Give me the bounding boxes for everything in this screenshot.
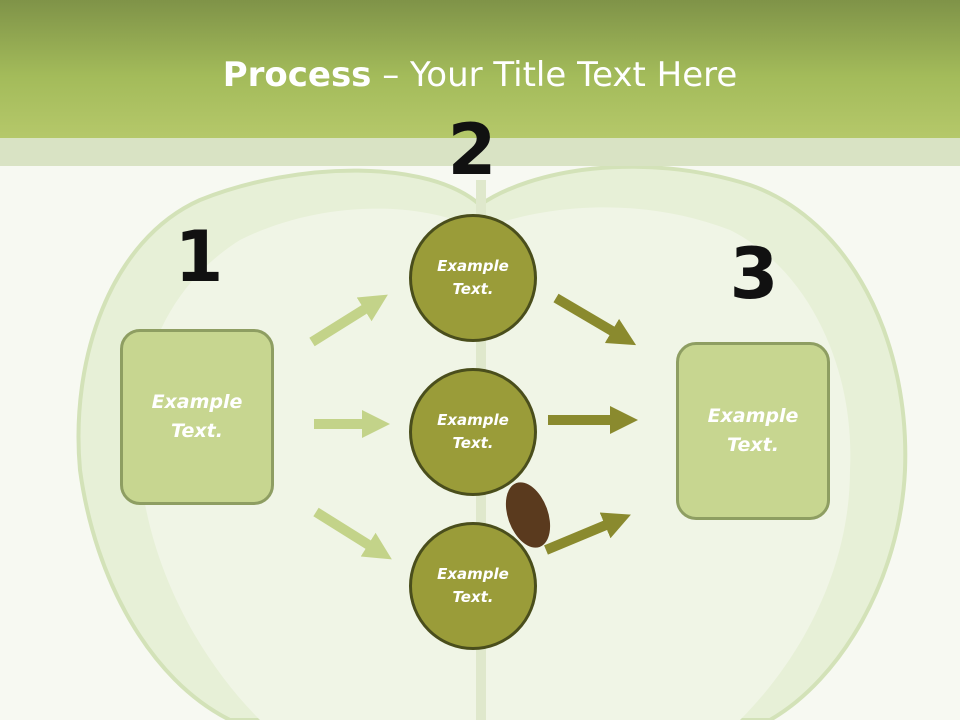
title-bold: Process — [222, 55, 372, 95]
title-rest: – Your Title Text Here — [371, 55, 738, 95]
arrow-1-to-2a — [309, 294, 388, 347]
step-2-circle-2: Example Text. — [409, 368, 537, 496]
step-2-circle-2-text: Example Text. — [437, 411, 509, 452]
step-number-3: 3 — [729, 233, 779, 315]
step-2-circle-1-text: Example Text. — [437, 257, 509, 298]
step-2-circle-3-text: Example Text. — [437, 565, 509, 606]
arrow-1-to-2c — [313, 507, 392, 560]
step-3-box: Example Text. — [676, 342, 830, 520]
step-1-text: Example Text. — [151, 391, 243, 442]
arrow-2a-to-3 — [553, 293, 637, 346]
step-1-box: Example Text. — [120, 329, 274, 505]
step-number-2: 2 — [447, 109, 497, 191]
title-underline-band — [0, 138, 960, 166]
arrow-2c-to-3 — [544, 512, 631, 555]
page-title: Process – Your Title Text Here — [0, 52, 960, 98]
step-2-circle-1: Example Text. — [409, 214, 537, 342]
title-bar — [0, 0, 960, 138]
step-3-text: Example Text. — [707, 405, 799, 456]
step-number-1: 1 — [174, 216, 224, 298]
step-2-circle-3: Example Text. — [409, 522, 537, 650]
apple-seed-icon — [505, 482, 551, 548]
